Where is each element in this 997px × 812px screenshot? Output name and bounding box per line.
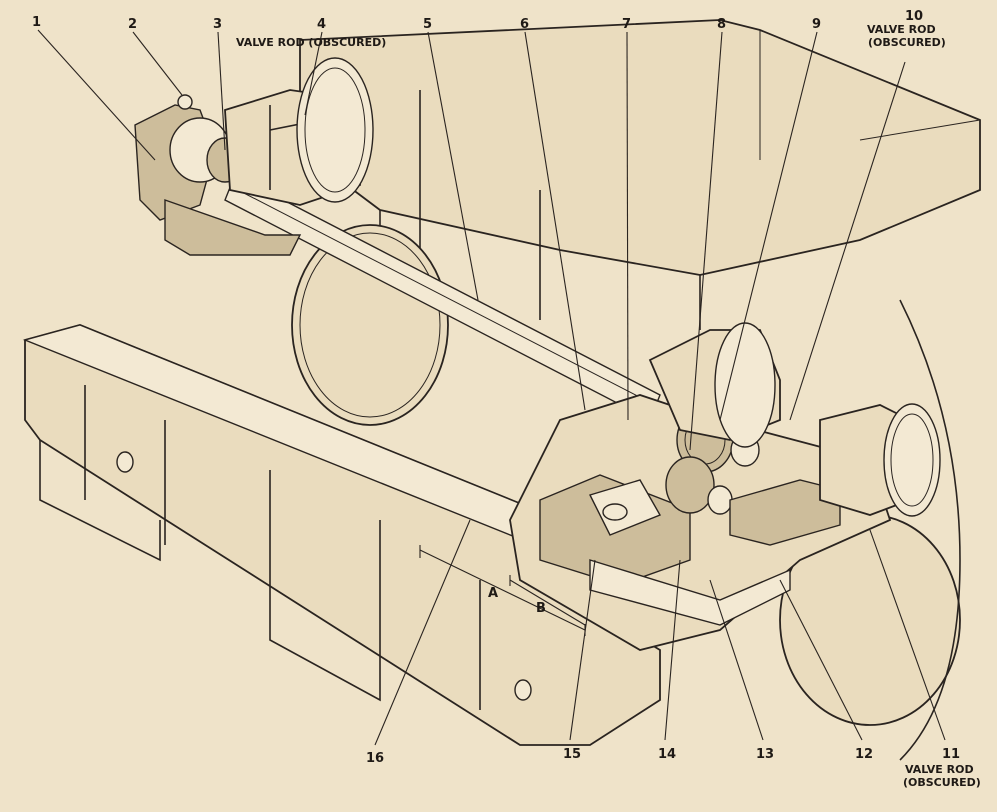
caption-valve-rod-11-line1: VALVE ROD	[905, 763, 974, 776]
callout-4: 4	[317, 17, 326, 32]
dimension-a-label: A	[488, 586, 498, 601]
callout-14: 14	[658, 747, 676, 762]
callout-labels: 1 2 3 4 5 6 7 8 9 10 11 12 13 14 15 16	[32, 9, 960, 766]
dimension-b-label: B	[536, 601, 546, 616]
captions: VALVE ROD (OBSCURED) VALVE ROD (OBSCURED…	[236, 23, 981, 789]
caption-valve-rod-10-line1: VALVE ROD	[867, 23, 936, 36]
callout-6: 6	[520, 17, 529, 32]
caption-valve-rod-11-line2: (OBSCURED)	[903, 776, 981, 789]
frame-beam	[22, 324, 661, 746]
callout-8: 8	[717, 17, 726, 32]
callout-10: 10	[905, 9, 923, 24]
lower-valve-gear	[509, 322, 941, 651]
callout-15: 15	[563, 747, 581, 762]
leader-lines	[37, 29, 946, 746]
dimension-lines: A B	[419, 545, 586, 636]
upper-valve-gear	[134, 57, 374, 256]
caption-valve-rod-top: VALVE ROD (OBSCURED)	[236, 36, 386, 49]
callout-2: 2	[128, 17, 137, 32]
callout-11: 11	[942, 747, 960, 762]
callout-9: 9	[812, 17, 821, 32]
callout-13: 13	[756, 747, 774, 762]
callout-7: 7	[622, 17, 631, 32]
callout-5: 5	[423, 17, 432, 32]
callout-12: 12	[855, 747, 873, 762]
caption-valve-rod-10-line2: (OBSCURED)	[868, 36, 946, 49]
callout-16: 16	[366, 751, 384, 766]
callout-1: 1	[32, 15, 41, 30]
callout-3: 3	[213, 17, 222, 32]
